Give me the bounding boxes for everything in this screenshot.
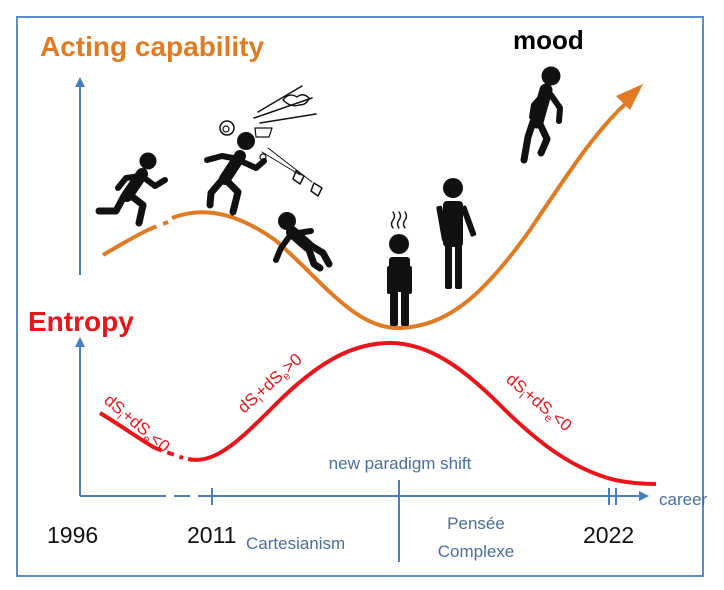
capability-arrowhead — [616, 84, 643, 110]
year-1996: 1996 — [47, 522, 98, 548]
phase-pensee-line2: Complexe — [438, 542, 515, 561]
diagram-frame — [16, 16, 704, 577]
running-person-icon — [95, 152, 168, 227]
standing-person-icon — [436, 178, 477, 289]
running-person-top-icon — [520, 66, 563, 164]
entropy-annotation-right: dSi+dSe<0 — [501, 370, 576, 438]
capability-curve — [171, 98, 632, 331]
entropy-curve — [187, 340, 657, 486]
capability-curve-start — [101, 227, 151, 257]
entropy-title: Entropy — [28, 306, 134, 337]
capability-title: Acting capability — [40, 31, 264, 62]
career-label: career — [659, 490, 708, 509]
entropy-annotation-left: dSi+dSe<0 — [99, 391, 174, 459]
entropy-curve-start — [98, 411, 157, 450]
paradigm-shift-label: new paradigm shift — [329, 454, 472, 473]
phase-cartesianism: Cartesianism — [246, 534, 345, 553]
phase-pensee-line1: Pensée — [447, 514, 505, 533]
year-2022: 2022 — [583, 522, 634, 548]
entropy-curve-dashed — [154, 446, 184, 460]
falling-person-icon — [273, 212, 333, 272]
mood-label: mood — [513, 25, 584, 55]
year-2011: 2011 — [187, 522, 236, 548]
exhausted-person-icon — [387, 211, 412, 326]
collision-person-icon — [204, 85, 323, 216]
capability-curve-dashed — [149, 220, 169, 231]
